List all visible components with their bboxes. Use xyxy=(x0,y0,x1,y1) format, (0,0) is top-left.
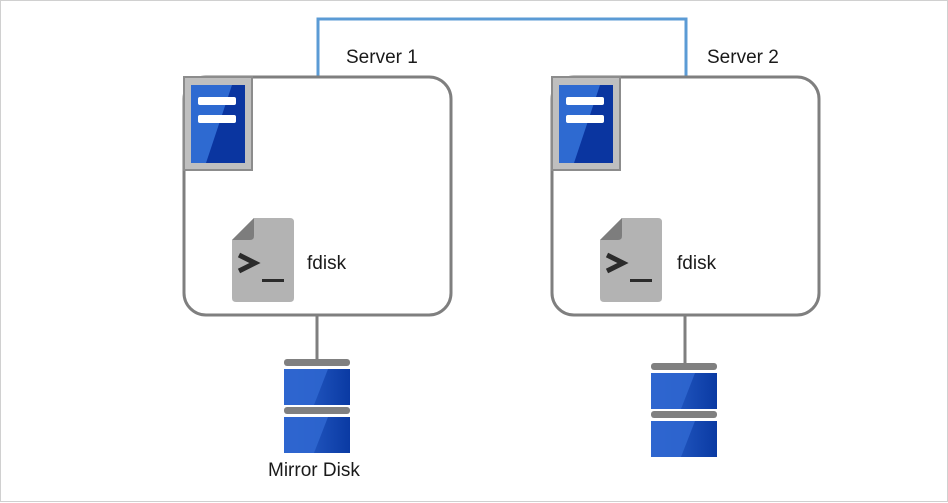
server-icon xyxy=(183,76,253,171)
disk-icon xyxy=(284,359,350,453)
network-line xyxy=(316,17,688,76)
terminal-file-icon xyxy=(600,218,662,302)
server-1-label: Server 1 xyxy=(346,47,418,68)
mirror-disk-label: Mirror Disk xyxy=(268,460,360,481)
server-2-label: Server 2 xyxy=(707,47,779,68)
server-2-command-label: fdisk xyxy=(677,253,717,274)
terminal-file-icon xyxy=(232,218,294,302)
server-icon xyxy=(551,76,621,171)
disk-icon xyxy=(651,363,717,457)
server-1-command-label: fdisk xyxy=(307,253,347,274)
